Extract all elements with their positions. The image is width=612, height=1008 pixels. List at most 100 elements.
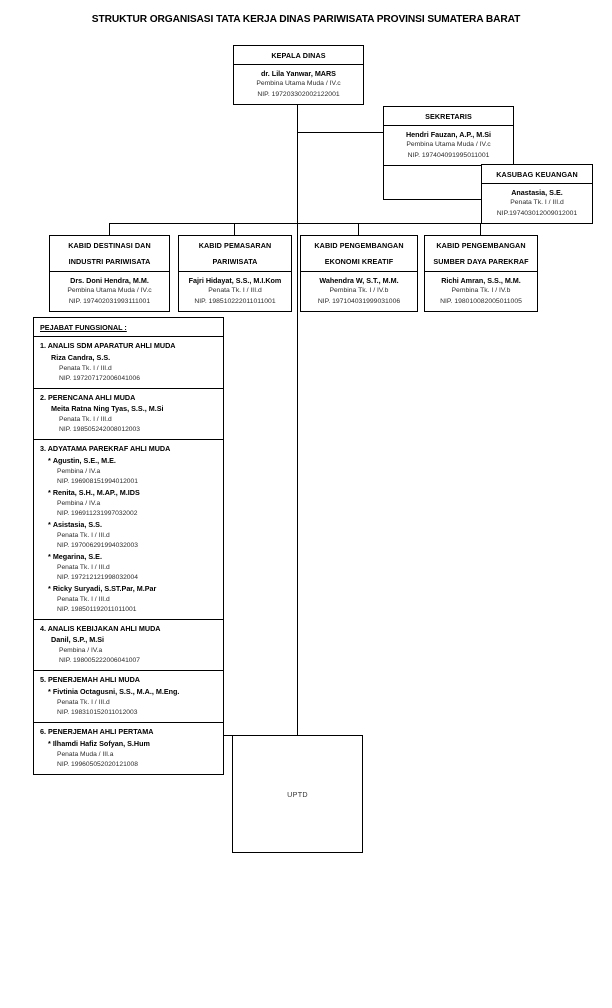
functional-group: 3. ADYATAMA PAREKRAF AHLI MUDA*Agustin, … xyxy=(34,439,223,618)
functional-group-title: 4. ANALIS KEBIJAKAN AHLI MUDA xyxy=(40,623,161,633)
functional-person-rank: Penata Tk. I / III.d xyxy=(57,563,110,571)
node-kepala-dinas-header: KEPALA DINAS xyxy=(234,46,363,65)
bullet-star-icon: * xyxy=(48,519,51,529)
node-sekretaris-nip: NIP. 197404091995011001 xyxy=(407,151,490,159)
connector-sekretaris-to-kasubag xyxy=(383,199,481,201)
functional-person-name: *Asistasia, S.S. xyxy=(48,520,223,531)
node-sekretaris-header: SEKRETARIS xyxy=(384,107,513,126)
bullet-star-icon: * xyxy=(48,583,51,593)
functional-person-name: *Renita, S.H., M.AP., M.IDS xyxy=(48,488,223,499)
functional-person-nip: NIP. 198501192011011001 xyxy=(57,605,137,613)
connector-kabid-drop-1 xyxy=(109,223,111,235)
node-kabid-sdm-parekraf-header-line1: KABID PENGEMBANGAN xyxy=(436,241,526,250)
node-kabid-ekraf-rank: Pembina Tk. I / IV.b xyxy=(329,287,389,295)
functional-person-nip: NIP. 197006291994032003 xyxy=(57,541,138,549)
functional-panel-heading: PEJABAT FUNGSIONAL : xyxy=(40,323,127,332)
node-kabid-destinasi-name: Drs. Doni Hendra, M.M. xyxy=(70,276,149,285)
connector-kepala-to-sekretaris xyxy=(297,132,383,134)
bullet-star-icon: * xyxy=(48,488,51,498)
functional-group: 6. PENERJEMAH AHLI PERTAMA *Ilhamdi Hafiz… xyxy=(34,722,223,774)
functional-person-rank: Pembina / IV.a xyxy=(57,467,101,475)
functional-person-name-text: Ricky Suryadi, S.ST.Par, M.Par xyxy=(52,583,157,593)
node-kabid-ekraf[interactable]: KABID PENGEMBANGAN EKONOMI KREATIF Wahen… xyxy=(300,235,418,312)
node-kabid-destinasi-header-line2: INDUSTRI PARIWISATA xyxy=(68,257,151,266)
node-kabid-destinasi-header: KABID DESTINASI DAN INDUSTRI PARIWISATA xyxy=(50,236,169,272)
node-kabid-pemasaran-header-line1: KABID PEMASARAN xyxy=(198,241,272,250)
bullet-star-icon: * xyxy=(48,687,51,697)
node-kabid-destinasi-nip: NIP. 197402031993111001 xyxy=(68,297,151,305)
node-uptd-label: UPTD xyxy=(287,789,308,799)
functional-person-name-text: Agustin, S.E., M.E. xyxy=(52,456,116,466)
bullet-star-icon: * xyxy=(48,738,51,748)
node-kabid-sdm-parekraf[interactable]: KABID PENGEMBANGAN SUMBER DAYA PAREKRAF … xyxy=(424,235,538,312)
functional-person-name: *Ricky Suryadi, S.ST.Par, M.Par xyxy=(48,584,223,595)
functional-person-name: *Megarina, S.E. xyxy=(48,552,223,563)
node-kabid-sdm-parekraf-header-line2: SUMBER DAYA PAREKRAF xyxy=(433,257,529,266)
node-kabid-pemasaran-rank: Penata Tk. I / III.d xyxy=(208,287,262,295)
node-kabid-destinasi-header-line1: KABID DESTINASI DAN xyxy=(68,241,151,250)
node-kepala-dinas-rank: Pembina Utama Muda / IV.c xyxy=(256,80,341,88)
functional-person-nip: NIP. 198005222006041007 xyxy=(59,657,140,665)
functional-person-rank: Penata Tk. I / III.d xyxy=(59,364,112,372)
page-title: STRUKTUR ORGANISASI TATA KERJA DINAS PAR… xyxy=(91,14,521,25)
node-kabid-pemasaran-header: KABID PEMASARAN PARIWISATA xyxy=(179,236,291,272)
connector-kabid-drop-4 xyxy=(480,223,482,235)
node-kabid-ekraf-header: KABID PENGEMBANGAN EKONOMI KREATIF xyxy=(301,236,417,272)
functional-person: *Fivtinia Octagusni, S.S., M.A., M.Eng.P… xyxy=(40,687,223,718)
connector-functional-to-trunk xyxy=(224,735,233,737)
node-kabid-sdm-parekraf-name: Richi Amran, S.S., M.M. xyxy=(441,276,521,285)
node-kasubag-keuangan-header: KASUBAG KEUANGAN xyxy=(482,165,592,184)
node-kabid-ekraf-header-line2: EKONOMI KREATIF xyxy=(324,257,394,266)
node-sekretaris-body: Hendri Fauzan, A.P., M.Si Pembina Utama … xyxy=(384,126,513,165)
functional-person-name: Riza Candra, S.S. xyxy=(51,352,111,362)
node-kasubag-keuangan-rank: Penata Tk. I / III.d xyxy=(510,199,564,207)
connector-kabid-bus xyxy=(109,223,481,225)
functional-person-nip: NIP. 198310152011012003 xyxy=(57,708,138,716)
functional-officials-panel: PEJABAT FUNGSIONAL : 1. ANALIS SDM APARA… xyxy=(33,317,224,775)
functional-person-name-text: Renita, S.H., M.AP., M.IDS xyxy=(52,488,140,498)
node-kasubag-keuangan[interactable]: KASUBAG KEUANGAN Anastasia, S.E. Penata … xyxy=(481,164,593,224)
connector-kabid-drop-3 xyxy=(358,223,360,235)
node-kabid-destinasi[interactable]: KABID DESTINASI DAN INDUSTRI PARIWISATA … xyxy=(49,235,170,312)
functional-person-name-text: Fivtinia Octagusni, S.S., M.A., M.Eng. xyxy=(52,687,180,697)
functional-person-name: *Fivtinia Octagusni, S.S., M.A., M.Eng. xyxy=(48,687,223,698)
node-kepala-dinas[interactable]: KEPALA DINAS dr. Lila Yanwar, MARS Pembi… xyxy=(233,45,364,105)
node-kabid-pemasaran-name: Fajri Hidayat, S.S., M.I.Kom xyxy=(188,276,282,285)
node-uptd[interactable]: UPTD xyxy=(232,735,363,853)
node-kabid-sdm-parekraf-rank: Pembina Tk. I / IV.b xyxy=(451,287,511,295)
functional-person-rank: Penata Muda / III.a xyxy=(57,750,114,758)
node-kasubag-keuangan-nip: NIP.197403012009012001 xyxy=(496,209,578,217)
node-kasubag-keuangan-body: Anastasia, S.E. Penata Tk. I / III.d NIP… xyxy=(482,184,592,223)
functional-person-nip: NIP. 197207172006041006 xyxy=(59,374,140,382)
node-kabid-pemasaran[interactable]: KABID PEMASARAN PARIWISATA Fajri Hidayat… xyxy=(178,235,292,312)
functional-group-title: 5. PENERJEMAH AHLI MUDA xyxy=(40,675,140,685)
functional-person-nip: NIP. 196911231997032002 xyxy=(57,509,138,517)
functional-person-nip: NIP. 199605052020121008 xyxy=(57,760,138,768)
functional-person-name: Danil, S.P., M.Si xyxy=(51,635,104,645)
node-sekretaris[interactable]: SEKRETARIS Hendri Fauzan, A.P., M.Si Pem… xyxy=(383,106,514,166)
node-kabid-ekraf-nip: NIP. 197104031999031006 xyxy=(317,297,401,305)
functional-group-title: 6. PENERJEMAH AHLI PERTAMA xyxy=(40,727,154,736)
node-kabid-destinasi-body: Drs. Doni Hendra, M.M. Pembina Utama Mud… xyxy=(50,272,169,311)
node-kabid-pemasaran-header-line2: PARIWISATA xyxy=(212,257,258,266)
functional-group-title: 2. PERENCANA AHLI MUDA xyxy=(40,392,136,402)
node-kasubag-keuangan-name: Anastasia, S.E. xyxy=(511,188,563,197)
node-kabid-ekraf-name: Wahendra W, S.T., M.M. xyxy=(319,276,399,285)
node-sekretaris-rank: Pembina Utama Muda / IV.c xyxy=(406,141,491,149)
bullet-star-icon: * xyxy=(48,551,51,561)
functional-person-name-text: Megarina, S.E. xyxy=(52,551,102,561)
functional-person-rank: Penata Tk. I / III.d xyxy=(59,416,112,424)
node-kepala-dinas-name: dr. Lila Yanwar, MARS xyxy=(261,69,336,78)
node-kabid-ekraf-body: Wahendra W, S.T., M.M. Pembina Tk. I / I… xyxy=(301,272,417,311)
node-sekretaris-name: Hendri Fauzan, A.P., M.Si xyxy=(405,130,492,139)
